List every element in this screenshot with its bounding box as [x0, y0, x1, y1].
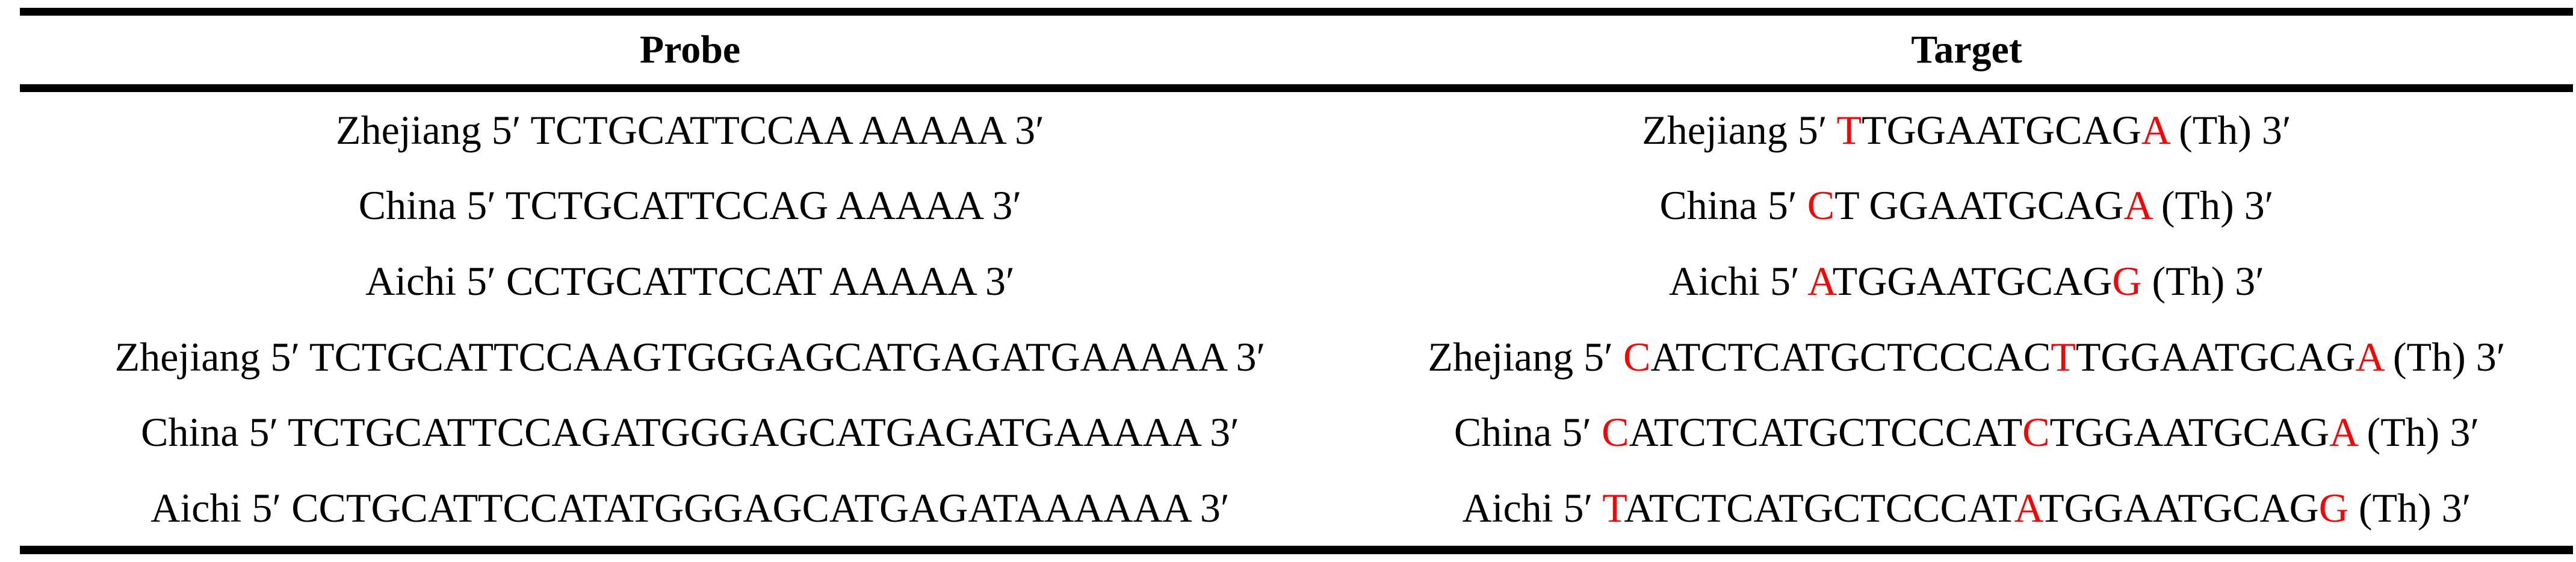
probe-cell: China 5′ TCTGCATTCCAGATGGGAGCATGAGATGAAA…: [20, 412, 1360, 452]
table-row: China 5′ TCTGCATTCCAG AAAAA 3′ China 5′ C…: [20, 168, 2573, 244]
table-row: Zhejiang 5′ TCTGCATTCCAA AAAAA 3′ Zhejian…: [20, 92, 2573, 168]
sequence-segment: Aichi 5′: [1668, 258, 1808, 304]
sequence-segment: TGGAATGCAG: [1862, 107, 2141, 153]
sequence-segment: Zhejiang 5′: [1428, 333, 1623, 380]
table-row: Aichi 5′ CCTGCATTCCATATGGGAGCATGAGATAAAA…: [20, 470, 2573, 546]
sequence-segment: A: [2355, 333, 2383, 380]
target-cell: Aichi 5′ TATCTCATGCTCCCATATGGAATGCAGG (T…: [1360, 487, 2573, 528]
sequence-segment: (Th) 3′: [2169, 107, 2291, 153]
sequence-segment: TGGAATGCAG: [2075, 333, 2356, 380]
sequence-segment: Zhejiang 5′ TCTGCATTCCAA AAAAA 3′: [336, 107, 1044, 153]
target-cell: Aichi 5′ ATGGAATGCAGG (Th) 3′: [1360, 261, 2573, 301]
sequence-segment: China 5′: [1659, 182, 1807, 229]
sequence-segment: C: [1623, 333, 1651, 380]
table-header-rule: [20, 84, 2573, 92]
sequence-segment: A: [2141, 107, 2169, 153]
sequence-segment: G: [2112, 258, 2142, 304]
sequence-segment: T GGAATGCAG: [1834, 182, 2124, 229]
probe-cell: Aichi 5′ CCTGCATTCCATATGGGAGCATGAGATAAAA…: [20, 487, 1360, 528]
probe-target-table: Probe Target Zhejiang 5′ TCTGCATTCCAA AA…: [20, 8, 2573, 554]
sequence-segment: (Th) 3′: [2382, 333, 2506, 380]
probe-cell: Zhejiang 5′ TCTGCATTCCAA AAAAA 3′: [20, 110, 1360, 150]
table-row: Zhejiang 5′ TCTGCATTCCAAGTGGGAGCATGAGATG…: [20, 319, 2573, 395]
target-cell: China 5′ CT GGAATGCAGA (Th) 3′: [1360, 185, 2573, 226]
table-top-rule: [20, 8, 2573, 16]
probe-cell: China 5′ TCTGCATTCCAG AAAAA 3′: [20, 185, 1360, 226]
table-row: Aichi 5′ CCTGCATTCCAT AAAAA 3′ Aichi 5′ A…: [20, 243, 2573, 319]
sequence-segment: A: [2329, 409, 2357, 455]
table-header-row: Probe Target: [20, 16, 2573, 84]
table-row: China 5′ TCTGCATTCCAGATGGGAGCATGAGATGAAA…: [20, 394, 2573, 470]
sequence-segment: (Th) 3′: [2141, 258, 2265, 304]
sequence-segment: T: [2051, 333, 2076, 380]
target-cell: China 5′ CATCTCATGCTCCCATCTGGAATGCAGA (T…: [1360, 412, 2573, 452]
sequence-segment: C: [2022, 409, 2050, 455]
sequence-segment: Zhejiang 5′ TCTGCATTCCAAGTGGGAGCATGAGATG…: [114, 333, 1266, 380]
sequence-segment: Aichi 5′: [1462, 484, 1603, 531]
sequence-segment: Zhejiang 5′: [1642, 107, 1837, 153]
sequence-segment: ATCTCATGCTCCCAC: [1650, 333, 2051, 380]
sequence-segment: China 5′ TCTGCATTCCAGATGGGAGCATGAGATGAAA…: [141, 409, 1239, 455]
target-cell: Zhejiang 5′ CATCTCATGCTCCCACTTGGAATGCAGA…: [1360, 336, 2573, 377]
sequence-segment: China 5′: [1454, 409, 1602, 455]
sequence-segment: A: [1807, 258, 1833, 304]
sequence-segment: (Th) 3′: [2150, 182, 2274, 229]
sequence-segment: TGGAATGCAG: [2049, 409, 2330, 455]
sequence-segment: Aichi 5′ CCTGCATTCCAT AAAAA 3′: [365, 258, 1015, 304]
sequence-segment: C: [1602, 409, 1629, 455]
sequence-segment: T: [1602, 484, 1624, 531]
sequence-segment: Aichi 5′ CCTGCATTCCATATGGGAGCATGAGATAAAA…: [150, 484, 1230, 531]
sequence-segment: A: [2014, 484, 2040, 531]
sequence-segment: G: [2318, 484, 2348, 531]
table-body: Zhejiang 5′ TCTGCATTCCAA AAAAA 3′ Zhejian…: [20, 92, 2573, 546]
sequence-segment: A: [2123, 182, 2151, 229]
probe-cell: Zhejiang 5′ TCTGCATTCCAAGTGGGAGCATGAGATG…: [20, 336, 1360, 377]
sequence-segment: ATCTCATGCTCCCAT: [1624, 484, 2014, 531]
table-bottom-rule: [20, 545, 2573, 554]
probe-cell: Aichi 5′ CCTGCATTCCAT AAAAA 3′: [20, 261, 1360, 301]
sequence-segment: China 5′ TCTGCATTCCAG AAAAA 3′: [358, 182, 1022, 229]
target-cell: Zhejiang 5′ TTGGAATGCAGA (Th) 3′: [1360, 110, 2573, 150]
column-header-probe: Probe: [639, 28, 741, 72]
sequence-segment: (Th) 3′: [2356, 409, 2480, 455]
column-header-target: Target: [1911, 28, 2022, 72]
sequence-segment: T: [1836, 107, 1862, 153]
sequence-segment: C: [1807, 182, 1835, 229]
sequence-segment: TGGAATGCAG: [2039, 484, 2319, 531]
sequence-segment: (Th) 3′: [2348, 484, 2471, 531]
sequence-segment: TGGAATGCAG: [1832, 258, 2113, 304]
sequence-segment: ATCTCATGCTCCCAT: [1629, 409, 2023, 455]
